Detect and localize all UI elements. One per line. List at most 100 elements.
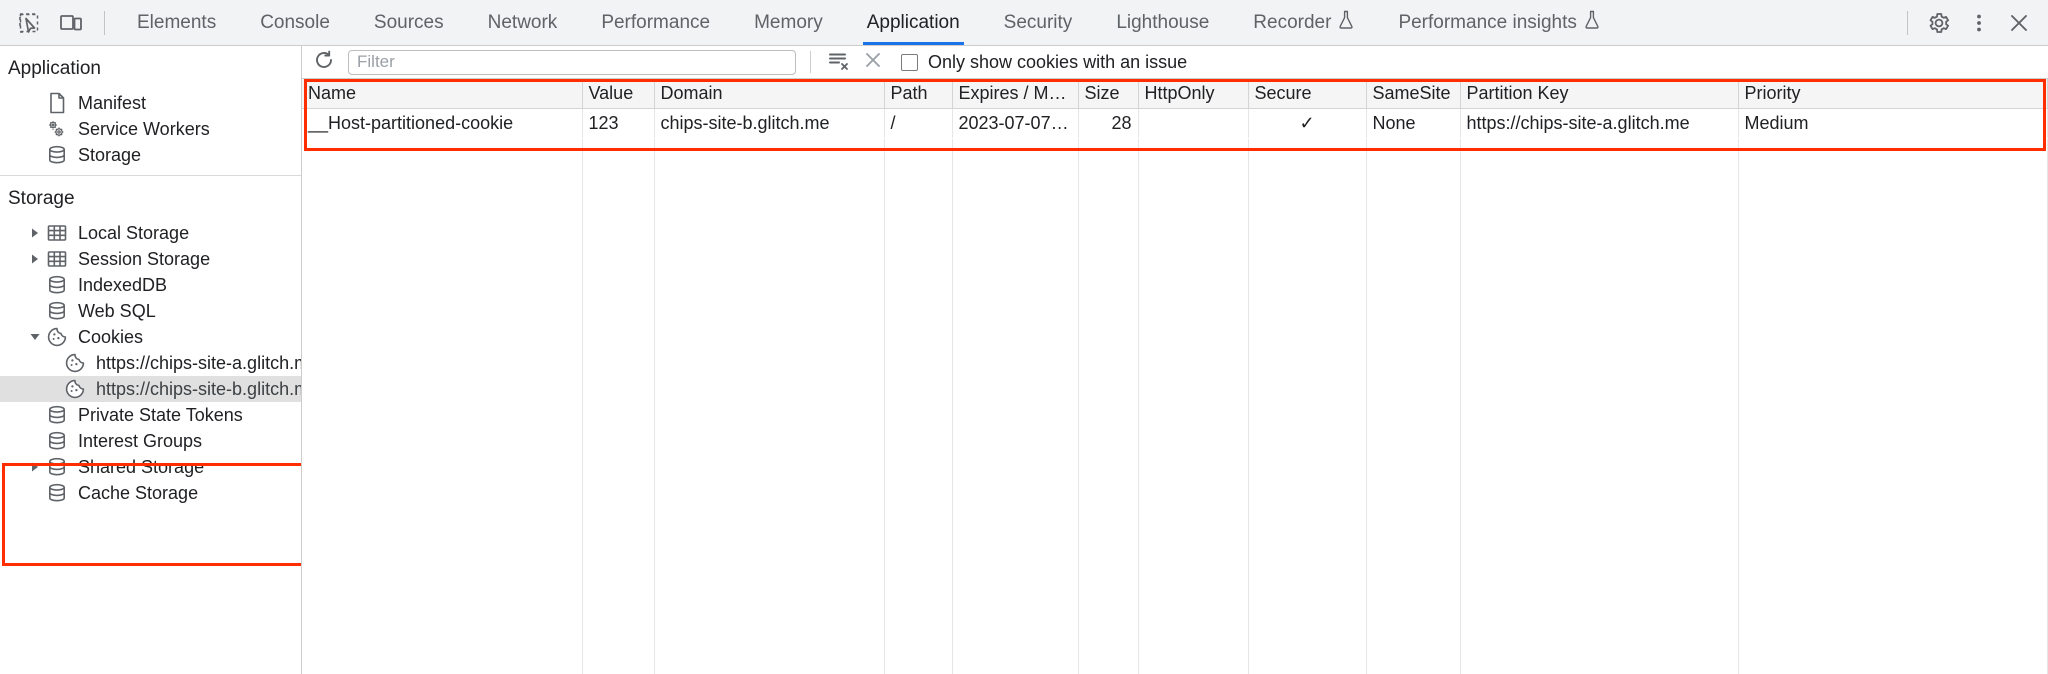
column-header-value[interactable]: Value <box>582 79 655 109</box>
tabbar-right-tools <box>1897 4 2038 42</box>
sidebar-item-label: Web SQL <box>78 301 156 321</box>
sidebar-item-shared-storage[interactable]: Shared Storage <box>0 454 301 480</box>
sidebar-item-cache-storage[interactable]: Cache Storage <box>0 480 301 506</box>
tab-recorder[interactable]: Recorder <box>1231 0 1376 46</box>
sidebar-item-indexeddb[interactable]: IndexedDB <box>0 272 301 298</box>
cell-size[interactable]: 28 <box>1078 108 1139 138</box>
chevron-right-icon[interactable] <box>26 253 44 265</box>
sidebar-item-session-storage[interactable]: Session Storage <box>0 246 301 272</box>
cell-secure[interactable]: ✓ <box>1248 108 1367 138</box>
tab-sources[interactable]: Sources <box>352 0 466 46</box>
close-icon <box>2008 12 2030 34</box>
cell-path[interactable]: / <box>884 108 953 138</box>
refresh-button[interactable] <box>310 48 338 76</box>
column-rule <box>952 139 953 674</box>
column-rule <box>582 139 583 674</box>
tab-label: Application <box>866 11 960 33</box>
refresh-icon <box>313 49 335 76</box>
cell-name[interactable]: __Host-partitioned-cookie <box>302 108 583 138</box>
filter-input[interactable] <box>348 49 796 75</box>
experiment-flask-icon <box>1338 10 1354 36</box>
sidebar-item-https-chips-site-b-glitch-me[interactable]: https://chips-site-b.glitch.me <box>0 376 301 402</box>
database-icon <box>44 404 70 426</box>
column-header-priority[interactable]: Priority <box>1738 79 2048 109</box>
clear-filtered-cookies-button[interactable] <box>825 48 853 76</box>
sidebar-item-private-state-tokens[interactable]: Private State Tokens <box>0 402 301 428</box>
document-icon <box>44 92 70 114</box>
tab-elements[interactable]: Elements <box>115 0 238 46</box>
sidebar-item-storage[interactable]: Storage <box>0 142 301 168</box>
sidebar-item-label: Private State Tokens <box>78 405 243 425</box>
settings-button[interactable] <box>1920 4 1958 42</box>
database-icon <box>44 430 70 452</box>
clear-all-cookies-button[interactable] <box>859 48 887 76</box>
tab-security[interactable]: Security <box>982 0 1095 46</box>
table-icon <box>44 248 70 270</box>
more-vertical-icon <box>1969 11 1989 35</box>
device-toolbar-button[interactable] <box>52 4 90 42</box>
sidebar-item-label: Interest Groups <box>78 431 203 451</box>
tab-application[interactable]: Application <box>845 0 982 46</box>
tab-memory[interactable]: Memory <box>732 0 845 46</box>
tab-label: Console <box>260 11 330 33</box>
database-icon <box>44 144 70 166</box>
tab-network[interactable]: Network <box>466 0 580 46</box>
cookies-panel: Only show cookies with an issue NameValu… <box>302 46 2048 674</box>
cell-priority[interactable]: Medium <box>1738 108 2048 138</box>
sidebar-item-local-storage[interactable]: Local Storage <box>0 220 301 246</box>
sidebar-item-https-chips-site-a-glitch-me[interactable]: https://chips-site-a.glitch.me <box>0 350 301 376</box>
chevron-right-icon[interactable] <box>26 461 44 473</box>
sidebar-item-service-workers[interactable]: Service Workers <box>0 116 301 142</box>
sidebar-item-label: Local Storage <box>78 223 190 243</box>
sidebar-item-label: https://chips-site-a.glitch.me <box>96 353 302 373</box>
tab-lighthouse[interactable]: Lighthouse <box>1094 0 1231 46</box>
gears-icon <box>44 118 70 140</box>
tab-label: Performance <box>601 11 711 33</box>
column-header-httponly[interactable]: HttpOnly <box>1138 79 1249 109</box>
database-icon <box>44 482 70 504</box>
sidebar-item-label: Storage <box>78 145 142 165</box>
column-header-domain[interactable]: Domain <box>654 79 885 109</box>
column-rule <box>1248 139 1249 674</box>
column-header-name[interactable]: Name <box>302 79 583 109</box>
sidebar-item-label: Service Workers <box>78 119 210 139</box>
experiment-flask-icon <box>1584 10 1600 36</box>
column-header-secure[interactable]: Secure <box>1248 79 1367 109</box>
cell-value[interactable]: 123 <box>582 108 655 138</box>
tabbar-left-tools <box>10 4 115 42</box>
cell-expires-m[interactable]: 2023-07-07… <box>952 108 1079 138</box>
more-options-button[interactable] <box>1960 4 1998 42</box>
sidebar-item-label: Manifest <box>78 93 147 113</box>
tab-console[interactable]: Console <box>238 0 352 46</box>
only-show-issues-checkbox[interactable] <box>901 53 918 71</box>
tab-performance-insights[interactable]: Performance insights <box>1376 0 1621 46</box>
chevron-right-icon[interactable] <box>26 227 44 239</box>
cell-partition-key[interactable]: https://chips-site-a.glitch.me <box>1460 108 1739 138</box>
sidebar-item-web-sql[interactable]: Web SQL <box>0 298 301 324</box>
column-header-partition-key[interactable]: Partition Key <box>1460 79 1739 109</box>
chevron-down-icon[interactable] <box>26 332 44 342</box>
column-header-expires-m[interactable]: Expires / M… <box>952 79 1079 109</box>
inspect-element-button[interactable] <box>10 4 48 42</box>
close-devtools-button[interactable] <box>2000 4 2038 42</box>
sidebar-item-cookies[interactable]: Cookies <box>0 324 301 350</box>
column-header-size[interactable]: Size <box>1078 79 1139 109</box>
tab-label: Security <box>1003 11 1073 33</box>
column-rule <box>1460 139 1461 674</box>
column-header-samesite[interactable]: SameSite <box>1366 79 1461 109</box>
cell-httponly[interactable] <box>1138 108 1249 138</box>
sidebar-item-interest-groups[interactable]: Interest Groups <box>0 428 301 454</box>
sidebar-item-manifest[interactable]: Manifest <box>0 90 301 116</box>
clear-filtered-cookies-icon <box>827 49 851 76</box>
column-header-path[interactable]: Path <box>884 79 953 109</box>
sidebar-item-label: https://chips-site-b.glitch.me <box>96 379 302 399</box>
only-show-issues-control[interactable]: Only show cookies with an issue <box>901 52 1187 73</box>
cell-samesite[interactable]: None <box>1366 108 1461 138</box>
tab-performance[interactable]: Performance <box>579 0 732 46</box>
cell-domain[interactable]: chips-site-b.glitch.me <box>654 108 885 138</box>
